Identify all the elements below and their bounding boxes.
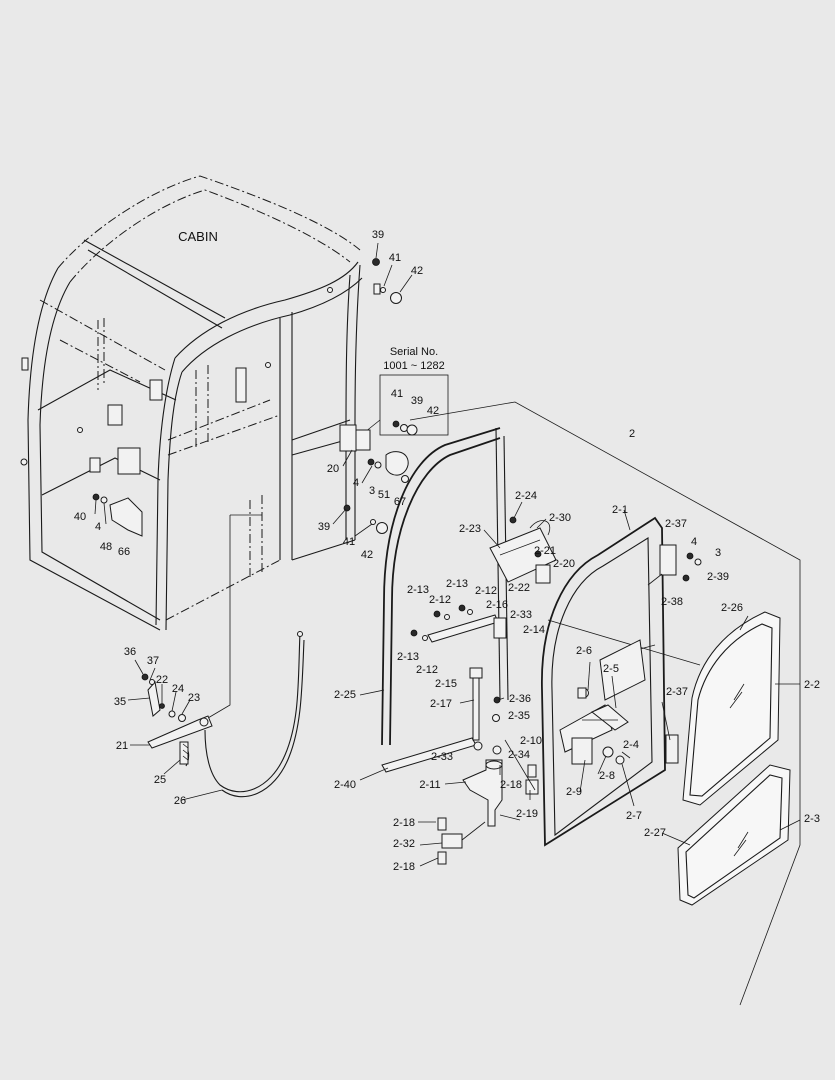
callout-2-12: 2-12: [429, 594, 451, 606]
callout-41: 41: [389, 252, 401, 264]
callout-2-36: 2-36: [509, 693, 531, 705]
callout-42: 42: [361, 549, 373, 561]
callout-2-4: 2-4: [623, 739, 639, 751]
callout-2-33: 2-33: [510, 609, 532, 621]
callout-66: 66: [118, 546, 130, 558]
callout-3: 3: [369, 485, 375, 497]
callout-2-37: 2-37: [666, 686, 688, 698]
callout-2-37: 2-37: [665, 518, 687, 530]
callout-40: 40: [74, 511, 86, 523]
callout-4: 4: [353, 477, 359, 489]
callout-2-34: 2-34: [508, 749, 530, 761]
cabin-title: CABIN: [178, 229, 218, 244]
callout-26: 26: [174, 795, 186, 807]
serial-line2: 1001 ~ 1282: [383, 360, 444, 372]
callout-2-19: 2-19: [516, 808, 538, 820]
callout-24: 24: [172, 683, 184, 695]
serial-number-inset: Serial No. 1001 ~ 1282: [364, 346, 449, 436]
callout-2-5: 2-5: [603, 663, 619, 675]
callout-35: 35: [114, 696, 126, 708]
callout-2-9: 2-9: [566, 786, 582, 798]
callout-2-12: 2-12: [416, 664, 438, 676]
callout-2-8: 2-8: [599, 770, 615, 782]
callout-2-40: 2-40: [334, 779, 356, 791]
cabin-frame: [20, 175, 363, 719]
callout-4: 4: [95, 521, 101, 533]
callout-2: 2: [629, 428, 635, 440]
callout-2-7: 2-7: [626, 810, 642, 822]
callout-2-20: 2-20: [553, 558, 575, 570]
callout-41: 41: [391, 388, 403, 400]
callout-2-13: 2-13: [407, 584, 429, 596]
callout-2-24: 2-24: [515, 490, 537, 502]
callout-39: 39: [318, 521, 330, 533]
callout-48: 48: [100, 541, 112, 553]
release-cable-assembly: [141, 631, 305, 798]
callout-42: 42: [427, 405, 439, 417]
callout-2-16: 2-16: [486, 599, 508, 611]
callout-2-14: 2-14: [523, 624, 545, 636]
callout-2-27: 2-27: [644, 827, 666, 839]
callout-2-13: 2-13: [397, 651, 419, 663]
callout-2-15: 2-15: [435, 678, 457, 690]
callout-2-12: 2-12: [475, 585, 497, 597]
callout-2-22: 2-22: [508, 582, 530, 594]
callout-labels: CABIN 39 41 42 41 39 42 2 20 4 3 51 67 4…: [74, 229, 820, 873]
callout-2-25: 2-25: [334, 689, 356, 701]
callout-2-2: 2-2: [804, 679, 820, 691]
serial-line1: Serial No.: [390, 346, 438, 358]
callout-21: 21: [116, 740, 128, 752]
callout-2-35: 2-35: [508, 710, 530, 722]
cabin-hardware: [92, 258, 409, 537]
callout-36: 36: [124, 646, 136, 658]
callout-67: 67: [394, 496, 406, 508]
callout-51: 51: [378, 489, 390, 501]
callout-2-3: 2-3: [804, 813, 820, 825]
callout-39: 39: [411, 395, 423, 407]
callout-2-23: 2-23: [459, 523, 481, 535]
callout-41: 41: [343, 536, 355, 548]
callout-2-6: 2-6: [576, 645, 592, 657]
callout-2-11: 2-11: [419, 779, 440, 791]
callout-2-39: 2-39: [707, 571, 729, 583]
leader-lines: [94, 242, 801, 867]
callout-2-17: 2-17: [430, 698, 452, 710]
callout-25: 25: [154, 774, 166, 786]
callout-2-18: 2-18: [500, 779, 522, 791]
callout-2-30: 2-30: [549, 512, 571, 524]
callout-2-32: 2-32: [393, 838, 415, 850]
callout-2-18: 2-18: [393, 817, 415, 829]
callout-39: 39: [372, 229, 384, 241]
callout-2-21: 2-21: [534, 545, 556, 557]
callout-3: 3: [715, 547, 721, 559]
callout-2-10: 2-10: [520, 735, 542, 747]
callout-20: 20: [327, 463, 339, 475]
callout-2-33: 2-33: [431, 751, 453, 763]
callout-37: 37: [147, 655, 159, 667]
callout-42: 42: [411, 265, 423, 277]
callout-4: 4: [691, 536, 697, 548]
callout-2-26: 2-26: [721, 602, 743, 614]
callout-2-13: 2-13: [446, 578, 468, 590]
callout-23: 23: [188, 692, 200, 704]
callout-2-38: 2-38: [661, 596, 683, 608]
callout-22: 22: [156, 674, 168, 686]
callout-2-18: 2-18: [393, 861, 415, 873]
door-assembly: [381, 401, 801, 1006]
callout-2-1: 2-1: [612, 504, 628, 516]
